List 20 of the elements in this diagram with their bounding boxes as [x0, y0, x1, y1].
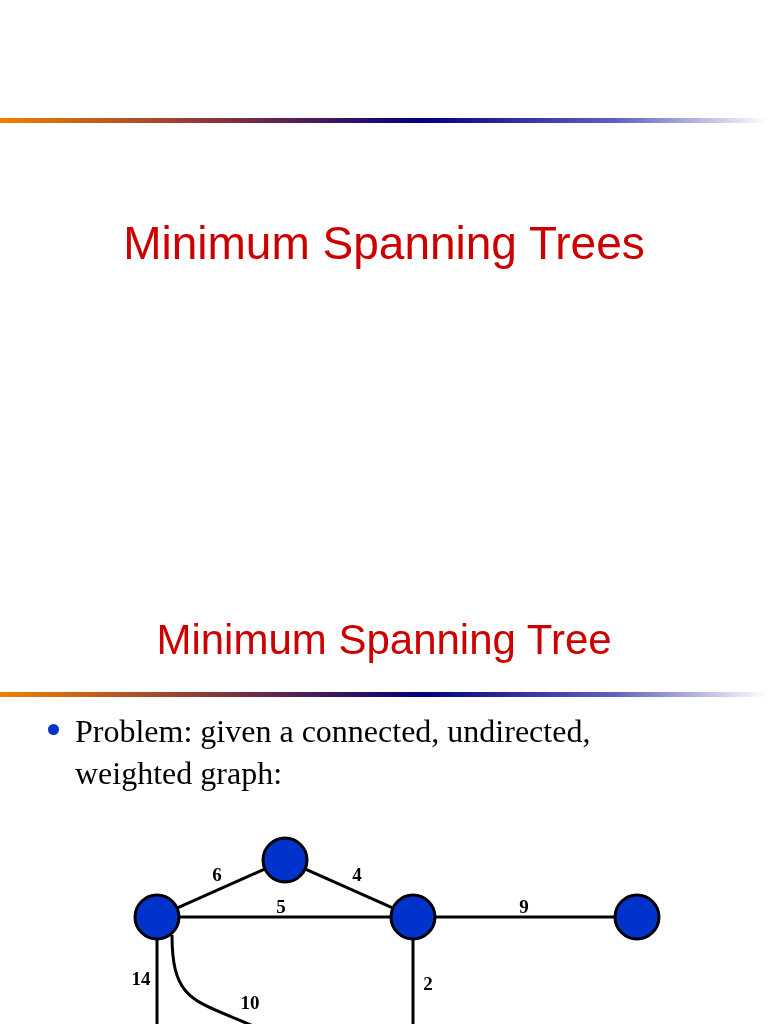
graph-edge — [305, 868, 393, 909]
edge-weight: 5 — [276, 897, 286, 917]
graph-edge — [411, 940, 415, 1024]
graph-edge — [155, 940, 159, 1024]
edge-weight: 10 — [240, 993, 260, 1013]
edge-weight: 14 — [131, 969, 151, 989]
graph-edge — [177, 868, 265, 909]
edge-weight: 6 — [212, 865, 222, 885]
bullet-text: Problem: given a connected, undirected, weighted graph: — [75, 712, 592, 793]
graph-edge — [180, 915, 390, 919]
graph-vertex — [261, 836, 309, 884]
edge-weight: 2 — [423, 974, 433, 994]
graph-vertex — [133, 893, 181, 941]
slide-title: Minimum Spanning Trees — [122, 216, 646, 270]
edge-weight: 9 — [519, 897, 529, 917]
edge-weight: 4 — [352, 865, 362, 885]
graph-vertex — [389, 893, 437, 941]
slide-title: Minimum Spanning Tree — [155, 615, 613, 665]
graph-vertex — [613, 893, 661, 941]
graph-edge — [436, 915, 614, 919]
